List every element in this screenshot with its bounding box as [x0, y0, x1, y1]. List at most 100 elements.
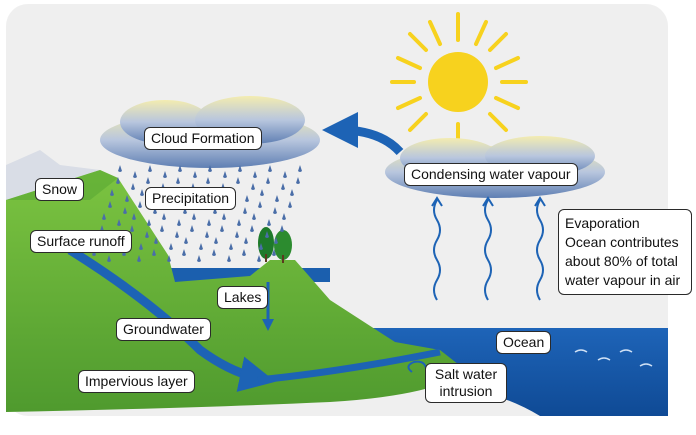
raindrop	[283, 171, 287, 178]
label-evaporation: Evaporation Ocean contributes about 80% …	[558, 209, 692, 295]
cloud-movement-arrow	[322, 112, 404, 156]
raindrop	[244, 237, 248, 244]
raindrop	[223, 171, 227, 178]
raindrop	[252, 213, 256, 220]
raindrop	[146, 177, 150, 184]
raindrop	[163, 171, 167, 178]
raindrop	[296, 177, 300, 184]
raindrop	[290, 189, 294, 196]
raindrop	[208, 165, 212, 172]
raindrop	[282, 213, 286, 220]
raindrop	[259, 243, 263, 250]
raindrop	[197, 255, 201, 262]
raindrop	[148, 165, 152, 172]
raindrop	[235, 231, 239, 238]
raindrop	[222, 213, 226, 220]
raindrop	[123, 207, 127, 214]
raindrop	[298, 165, 302, 172]
raindrop	[118, 165, 122, 172]
evaporation-line-2: Ocean contributes	[565, 234, 679, 250]
raindrop	[132, 213, 136, 220]
raindrop	[253, 171, 257, 178]
raindrop	[205, 231, 209, 238]
raindrop	[102, 213, 106, 220]
raindrop	[238, 165, 242, 172]
sun-icon	[390, 12, 528, 146]
evaporation-line-1: Evaporation	[565, 215, 640, 231]
raindrop	[273, 207, 277, 214]
raindrop	[206, 177, 210, 184]
raindrop	[140, 189, 144, 196]
raindrop	[184, 237, 188, 244]
raindrop	[175, 231, 179, 238]
evaporation-line-4: water vapour in air	[565, 272, 681, 288]
groundwater-to-ocean-arrow	[257, 348, 441, 384]
raindrop	[280, 225, 284, 232]
label-condensing-water-vapour: Condensing water vapour	[404, 163, 578, 186]
raindrop	[152, 249, 156, 256]
label-precipitation: Precipitation	[145, 187, 237, 210]
label-groundwater: Groundwater	[116, 318, 211, 341]
raindrop	[162, 213, 166, 220]
evaporation-line-3: about 80% of total	[565, 253, 678, 269]
snowy-peak	[6, 150, 100, 200]
raindrop	[220, 225, 224, 232]
raindrop	[131, 183, 135, 190]
label-salt-water-intrusion: Salt water intrusion	[425, 363, 507, 403]
raindrop	[251, 183, 255, 190]
raindrop	[117, 219, 121, 226]
raindrop	[107, 255, 111, 262]
label-impervious-layer: Impervious layer	[78, 370, 195, 393]
evaporation-arrows	[431, 196, 546, 301]
raindrop	[258, 201, 262, 208]
raindrop	[192, 213, 196, 220]
raindrop	[178, 165, 182, 172]
raindrop	[116, 177, 120, 184]
raindrop	[108, 201, 112, 208]
raindrop	[125, 195, 129, 202]
raindrop	[275, 195, 279, 202]
tree-right	[274, 230, 292, 260]
groundwater-flow-arrow	[67, 246, 276, 392]
raindrop	[182, 249, 186, 256]
raindrop	[274, 237, 278, 244]
raindrop	[267, 219, 271, 226]
raindrop	[137, 255, 141, 262]
raindrop	[272, 249, 276, 256]
raindrop	[193, 171, 197, 178]
raindrop	[138, 201, 142, 208]
raindrop	[237, 219, 241, 226]
raindrop	[214, 237, 218, 244]
raindrop	[257, 255, 261, 262]
raindrop	[236, 177, 240, 184]
raindrop	[183, 207, 187, 214]
ocean-waves	[574, 349, 653, 367]
raindrop	[160, 225, 164, 232]
raindrop	[243, 207, 247, 214]
raindrop	[242, 249, 246, 256]
label-ocean: Ocean	[496, 331, 552, 354]
raindrop	[139, 243, 143, 250]
salt-water-line-1: Salt water	[434, 366, 498, 382]
tree-left	[258, 227, 274, 259]
salt-water-line-2: intrusion	[439, 383, 493, 399]
raindrop	[130, 225, 134, 232]
raindrop	[213, 207, 217, 214]
raindrop	[207, 219, 211, 226]
raindrop	[265, 231, 269, 238]
raindrop	[245, 195, 249, 202]
raindrop	[153, 207, 157, 214]
raindrop	[229, 243, 233, 250]
raindrop	[147, 219, 151, 226]
raindrop	[154, 237, 158, 244]
raindrop	[260, 189, 264, 196]
label-lakes: Lakes	[217, 286, 269, 309]
raindrop	[266, 177, 270, 184]
label-snow: Snow	[35, 178, 85, 201]
label-cloud-formation: Cloud Formation	[144, 127, 262, 150]
raindrop	[190, 225, 194, 232]
raindrop	[177, 219, 181, 226]
raindrop	[145, 231, 149, 238]
raindrop	[199, 243, 203, 250]
raindrop	[227, 255, 231, 262]
